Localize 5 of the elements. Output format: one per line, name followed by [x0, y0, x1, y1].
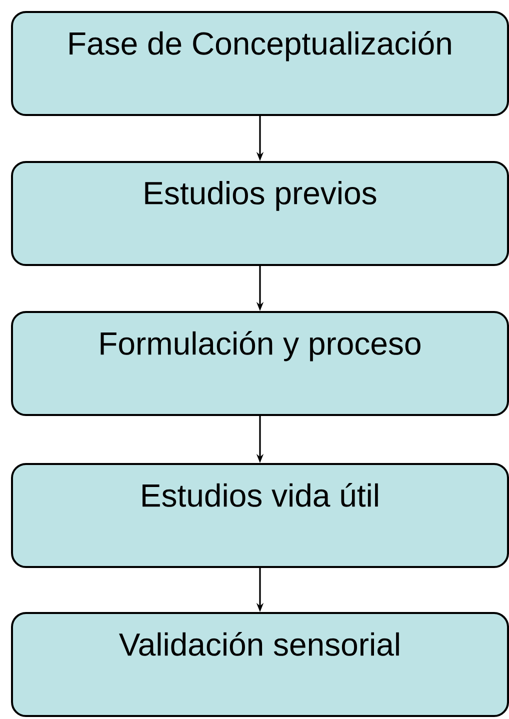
process-box: Estudios previos — [11, 161, 509, 266]
process-box: Formulación y proceso — [11, 311, 509, 416]
process-box: Estudios vida útil — [11, 463, 509, 568]
process-box: Fase de Conceptualización — [11, 11, 509, 116]
process-box: Validación sensorial — [11, 612, 509, 717]
